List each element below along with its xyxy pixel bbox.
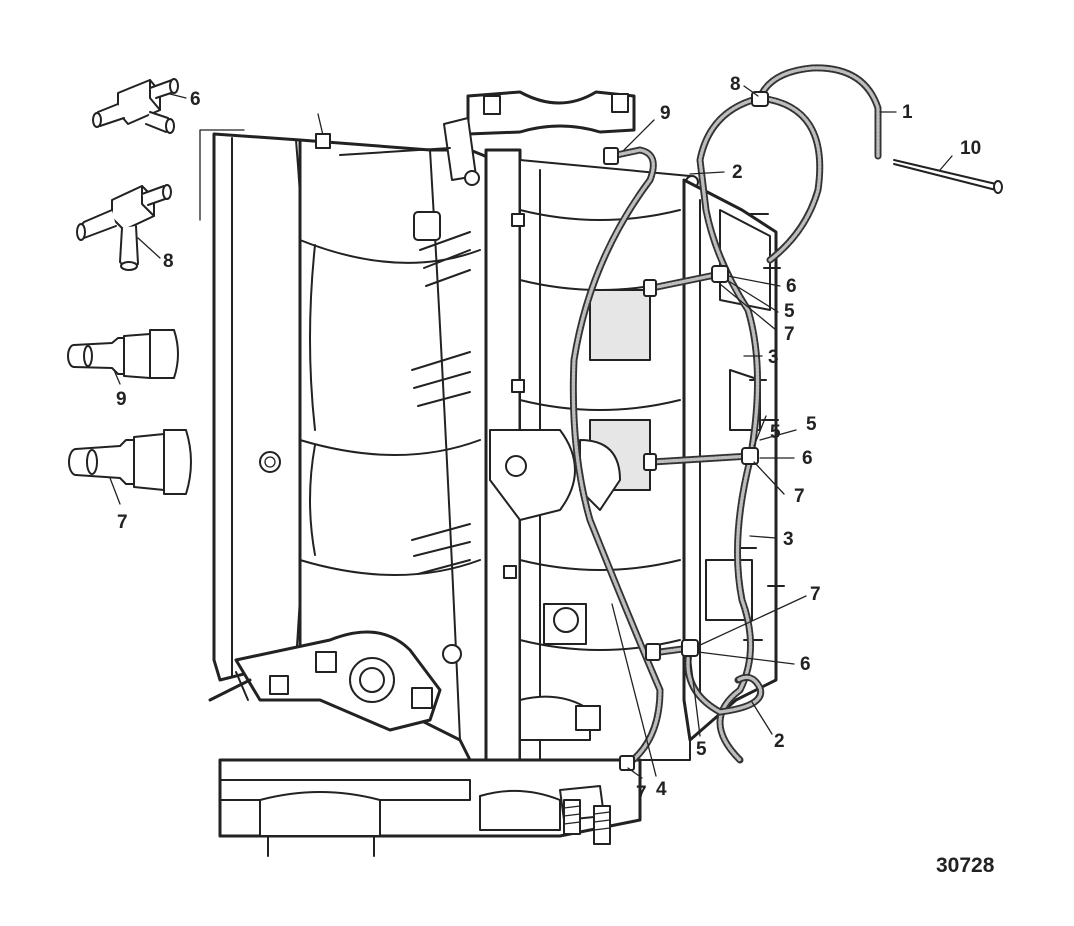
hose-system [569,64,882,771]
callout-label: 1 [902,102,913,123]
callout-label: 9 [660,103,671,124]
callout-label: 5 [770,422,781,443]
callout-label: 4 [656,779,667,800]
callout-label: 5 [784,301,795,322]
callout-label: 7 [784,324,795,345]
callout-label: 8 [730,74,741,95]
callout-label: 8 [163,251,174,272]
callout-label: 7 [636,783,647,804]
callout-label: 5 [806,414,817,435]
elbow-tee-fitting-icon [76,184,172,271]
callout-label: 7 [810,584,821,605]
callout-label: 2 [732,162,743,183]
callout-labels: 6 8 9 7 8 1 9 10 2 6 5 7 3 5 5 6 7 3 7 6… [116,74,995,877]
leader-lines [611,85,953,779]
pin-part-10 [893,159,1003,194]
straight-fitting-icon [67,329,179,385]
callout-label: 3 [783,529,794,550]
figure-number: 30728 [936,854,995,877]
callout-label: 10 [960,138,981,159]
callout-label: 6 [800,654,811,675]
callout-label: 7 [794,486,805,507]
engine-block-drawing [199,90,785,857]
callout-label: 6 [802,448,813,469]
callout-label: 6 [786,276,797,297]
tee-fitting-icon [92,78,187,134]
callout-label: 7 [117,512,128,533]
straight-fitting-icon-large [68,429,192,505]
callout-label: 9 [116,389,127,410]
callout-label: 2 [774,731,785,752]
callout-label: 3 [768,347,779,368]
callout-label: 6 [190,89,201,110]
callout-label: 5 [696,739,707,760]
